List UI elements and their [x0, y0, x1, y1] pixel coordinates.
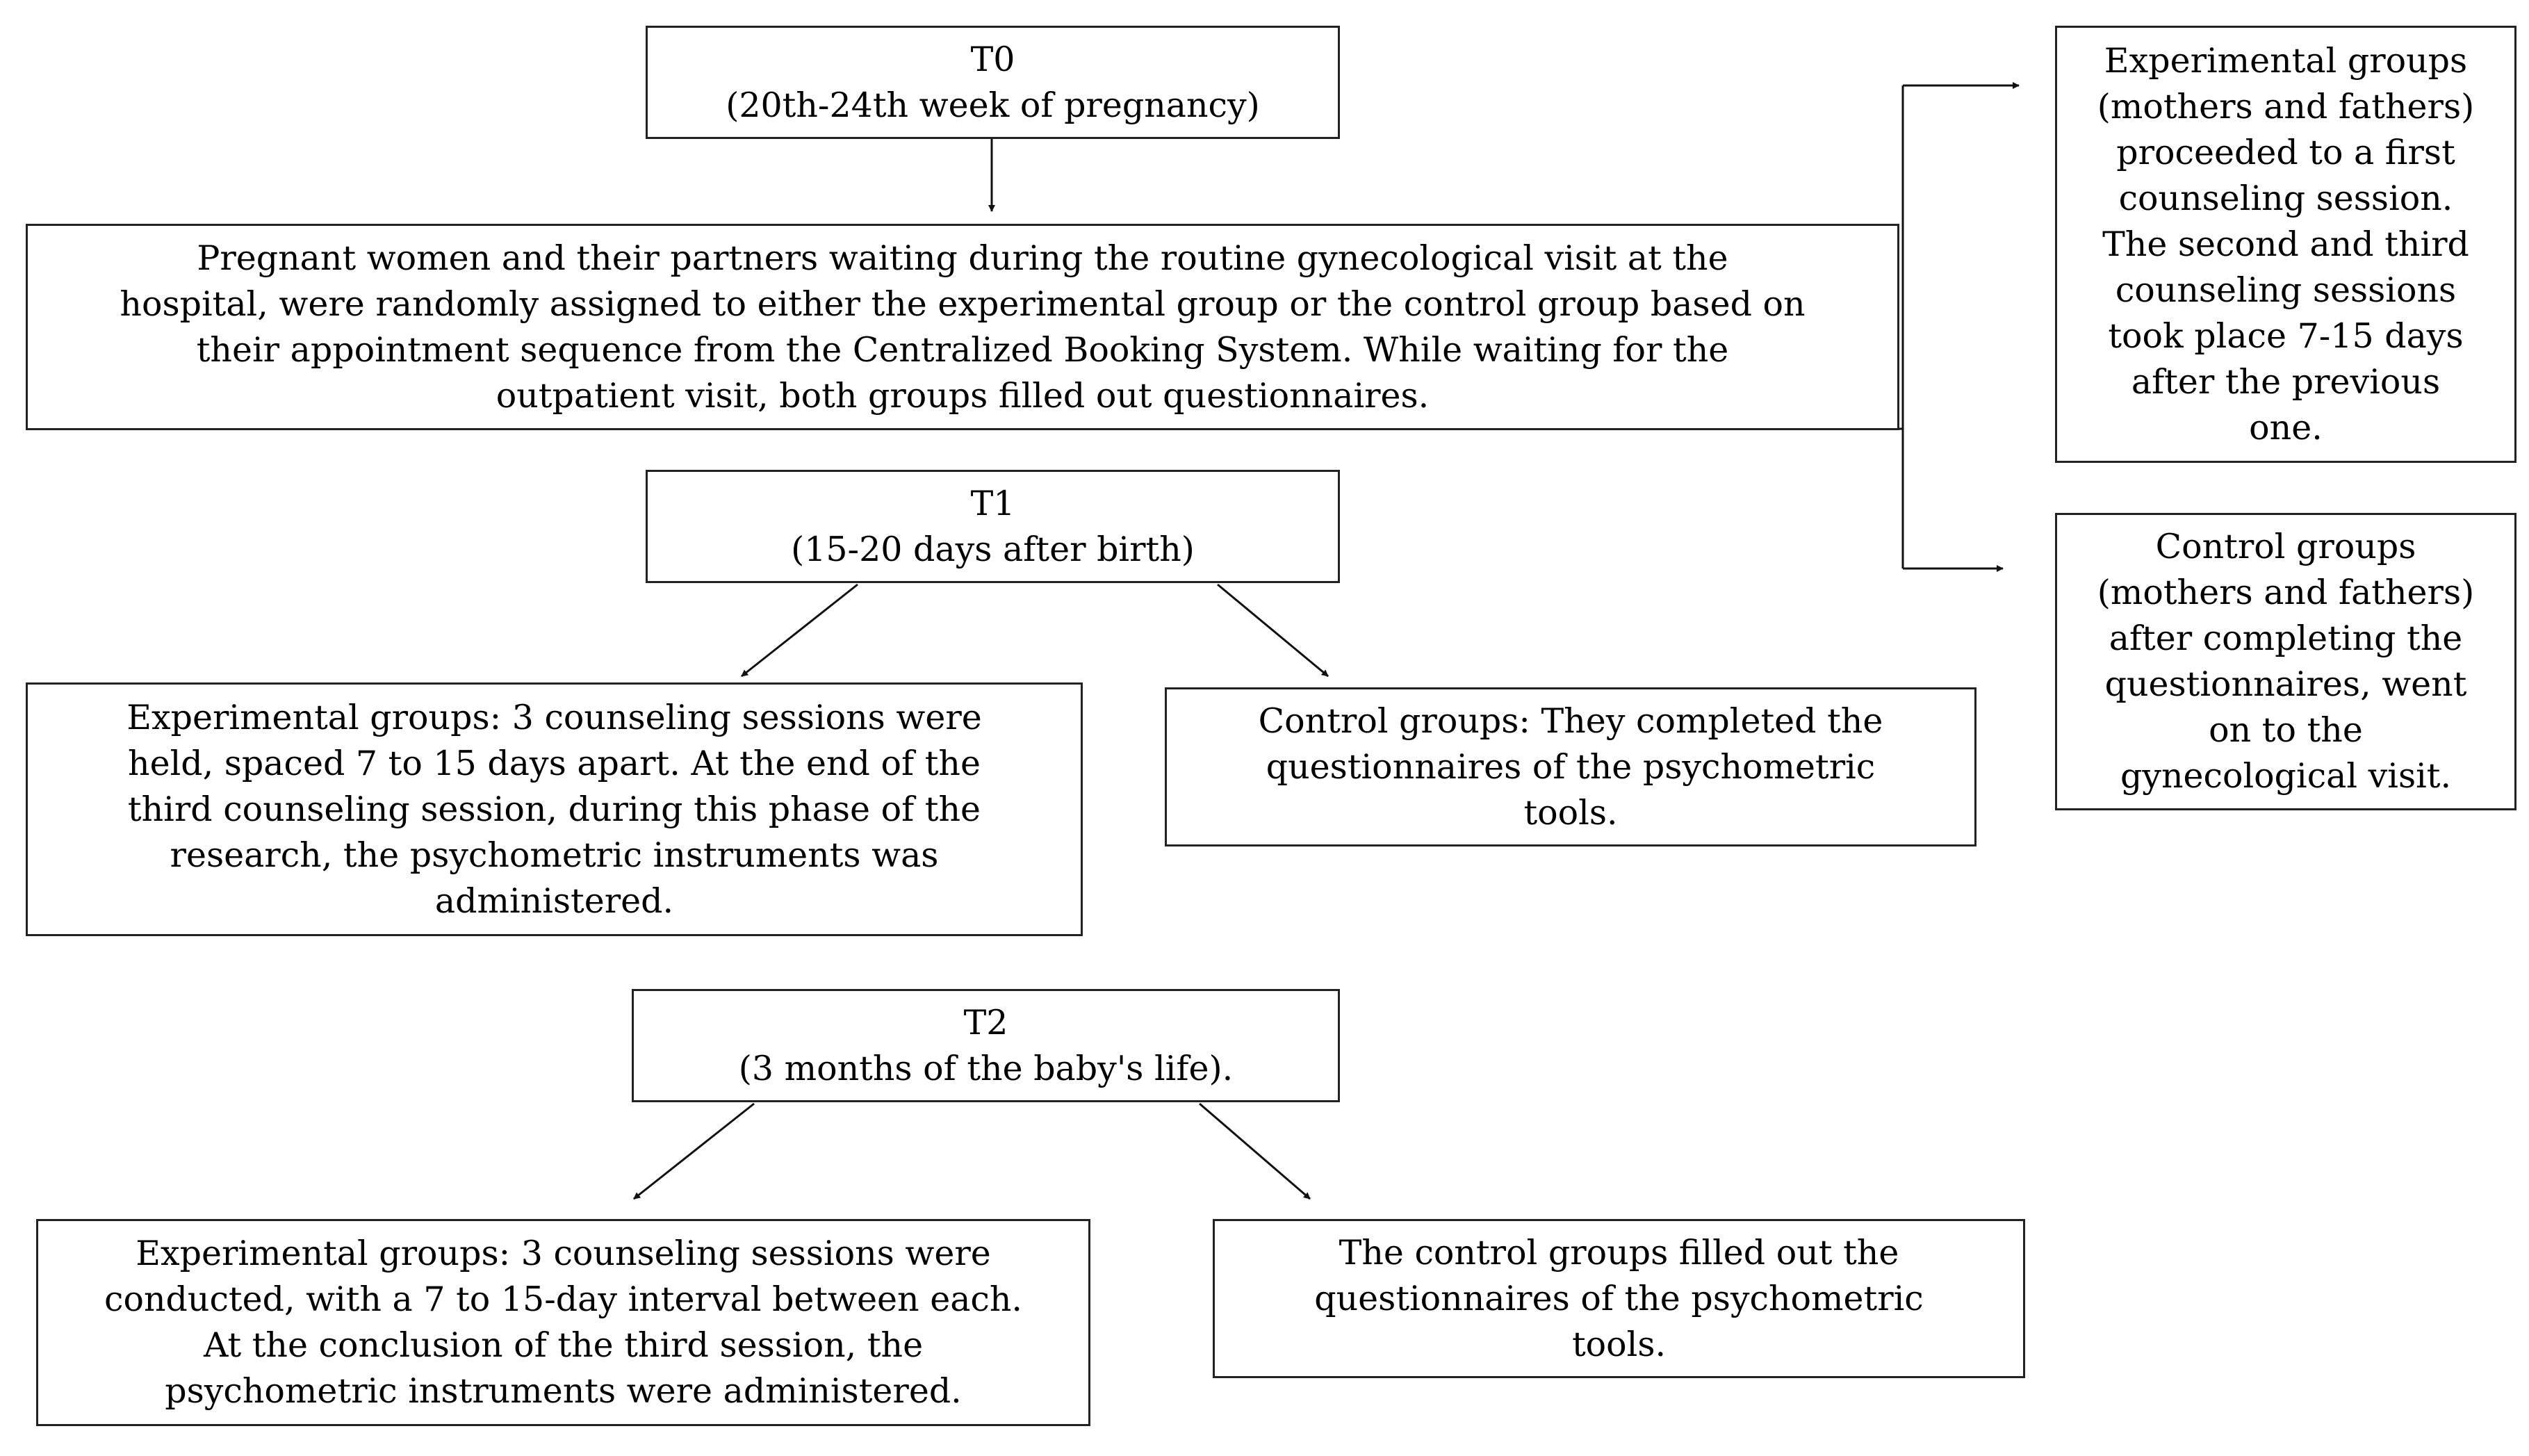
t0-experimental-box: Experimental groups (mothers and fathers… [2055, 26, 2516, 463]
t0-experimental-line: took place 7-15 days [2108, 316, 2464, 356]
t1-experimental-line: held, spaced 7 to 15 days apart. At the … [128, 743, 981, 783]
t2-experimental-line: conducted, with a 7 to 15-day interval b… [104, 1279, 1022, 1319]
t0-experimental-line: counseling session. [2118, 178, 2453, 218]
t2-box: T2 (3 months of the baby's life). [632, 989, 1340, 1102]
t0-experimental-line: one. [2249, 407, 2323, 448]
t1-experimental-line: third counseling session, during this ph… [127, 789, 981, 829]
t1-box: T1 (15-20 days after birth) [646, 470, 1340, 583]
t1-control-box: Control groups: They completed the quest… [1165, 687, 1976, 846]
t1-experimental-line: Experimental groups: 3 counseling sessio… [126, 697, 982, 737]
arrow-t1-to-control [1217, 583, 1329, 678]
t1-subtitle: (15-20 days after birth) [791, 529, 1195, 569]
t0-experimental-line: (mothers and fathers) [2097, 86, 2475, 126]
assignment-text-line: outpatient visit, both groups filled out… [496, 375, 1430, 416]
t2-experimental-box: Experimental groups: 3 counseling sessio… [36, 1219, 1090, 1426]
t2-title: T2 [963, 1002, 1008, 1042]
arrow-t2-to-control [1199, 1102, 1311, 1200]
t1-experimental-box: Experimental groups: 3 counseling sessio… [26, 682, 1083, 936]
t0-experimental-line: Experimental groups [2104, 40, 2468, 81]
t0-control-line: on to the [2209, 710, 2363, 750]
t0-control-line: questionnaires, went [2104, 664, 2467, 704]
t2-subtitle: (3 months of the baby's life). [738, 1048, 1234, 1088]
t2-control-line: questionnaires of the psychometric [1314, 1278, 1924, 1318]
t2-control-line: The control groups filled out the [1339, 1232, 1899, 1273]
t2-experimental-line: At the conclusion of the third session, … [203, 1325, 924, 1365]
assignment-text-line: their appointment sequence from the Cent… [196, 329, 1729, 370]
t1-experimental-line: research, the psychometric instruments w… [170, 835, 939, 875]
t0-control-line: (mothers and fathers) [2097, 573, 2475, 612]
arrow-t1-to-experimental [741, 583, 858, 678]
t1-control-line: Control groups: They completed the [1258, 701, 1883, 741]
t1-control-line: questionnaires of the psychometric [1266, 746, 1876, 787]
t0-title: T0 [970, 39, 1015, 79]
t2-experimental-line: Experimental groups: 3 counseling sessio… [136, 1234, 991, 1273]
assignment-text-line: hospital, were randomly assigned to eith… [120, 284, 1806, 324]
t1-title: T1 [970, 483, 1015, 523]
t0-experimental-line: proceeded to a first [2116, 132, 2455, 172]
t0-control-box: Control groups (mothers and fathers) aft… [2055, 513, 2516, 810]
t2-control-box: The control groups filled out the questi… [1213, 1219, 2025, 1378]
t0-subtitle: (20th-24th week of pregnancy) [726, 85, 1260, 125]
t2-control-line: tools. [1571, 1324, 1667, 1364]
t1-experimental-line: administered. [434, 881, 674, 921]
t0-control-line: Control groups [2155, 527, 2416, 566]
t0-experimental-line: counseling sessions [2115, 270, 2457, 310]
t0-control-line: after completing the [2109, 619, 2463, 658]
t2-experimental-line: psychometric instruments were administer… [165, 1371, 962, 1411]
assignment-box: Pregnant women and their partners waitin… [26, 224, 1899, 430]
t0-experimental-line: The second and third [2102, 224, 2469, 264]
t1-control-line: tools. [1523, 792, 1618, 833]
arrow-t2-to-experimental [633, 1102, 755, 1200]
t0-control-line: gynecological visit. [2120, 756, 2452, 796]
assignment-text-line: Pregnant women and their partners waitin… [197, 238, 1728, 278]
t0-experimental-line: after the previous [2131, 361, 2441, 402]
t0-box: T0 (20th-24th week of pregnancy) [646, 26, 1340, 139]
